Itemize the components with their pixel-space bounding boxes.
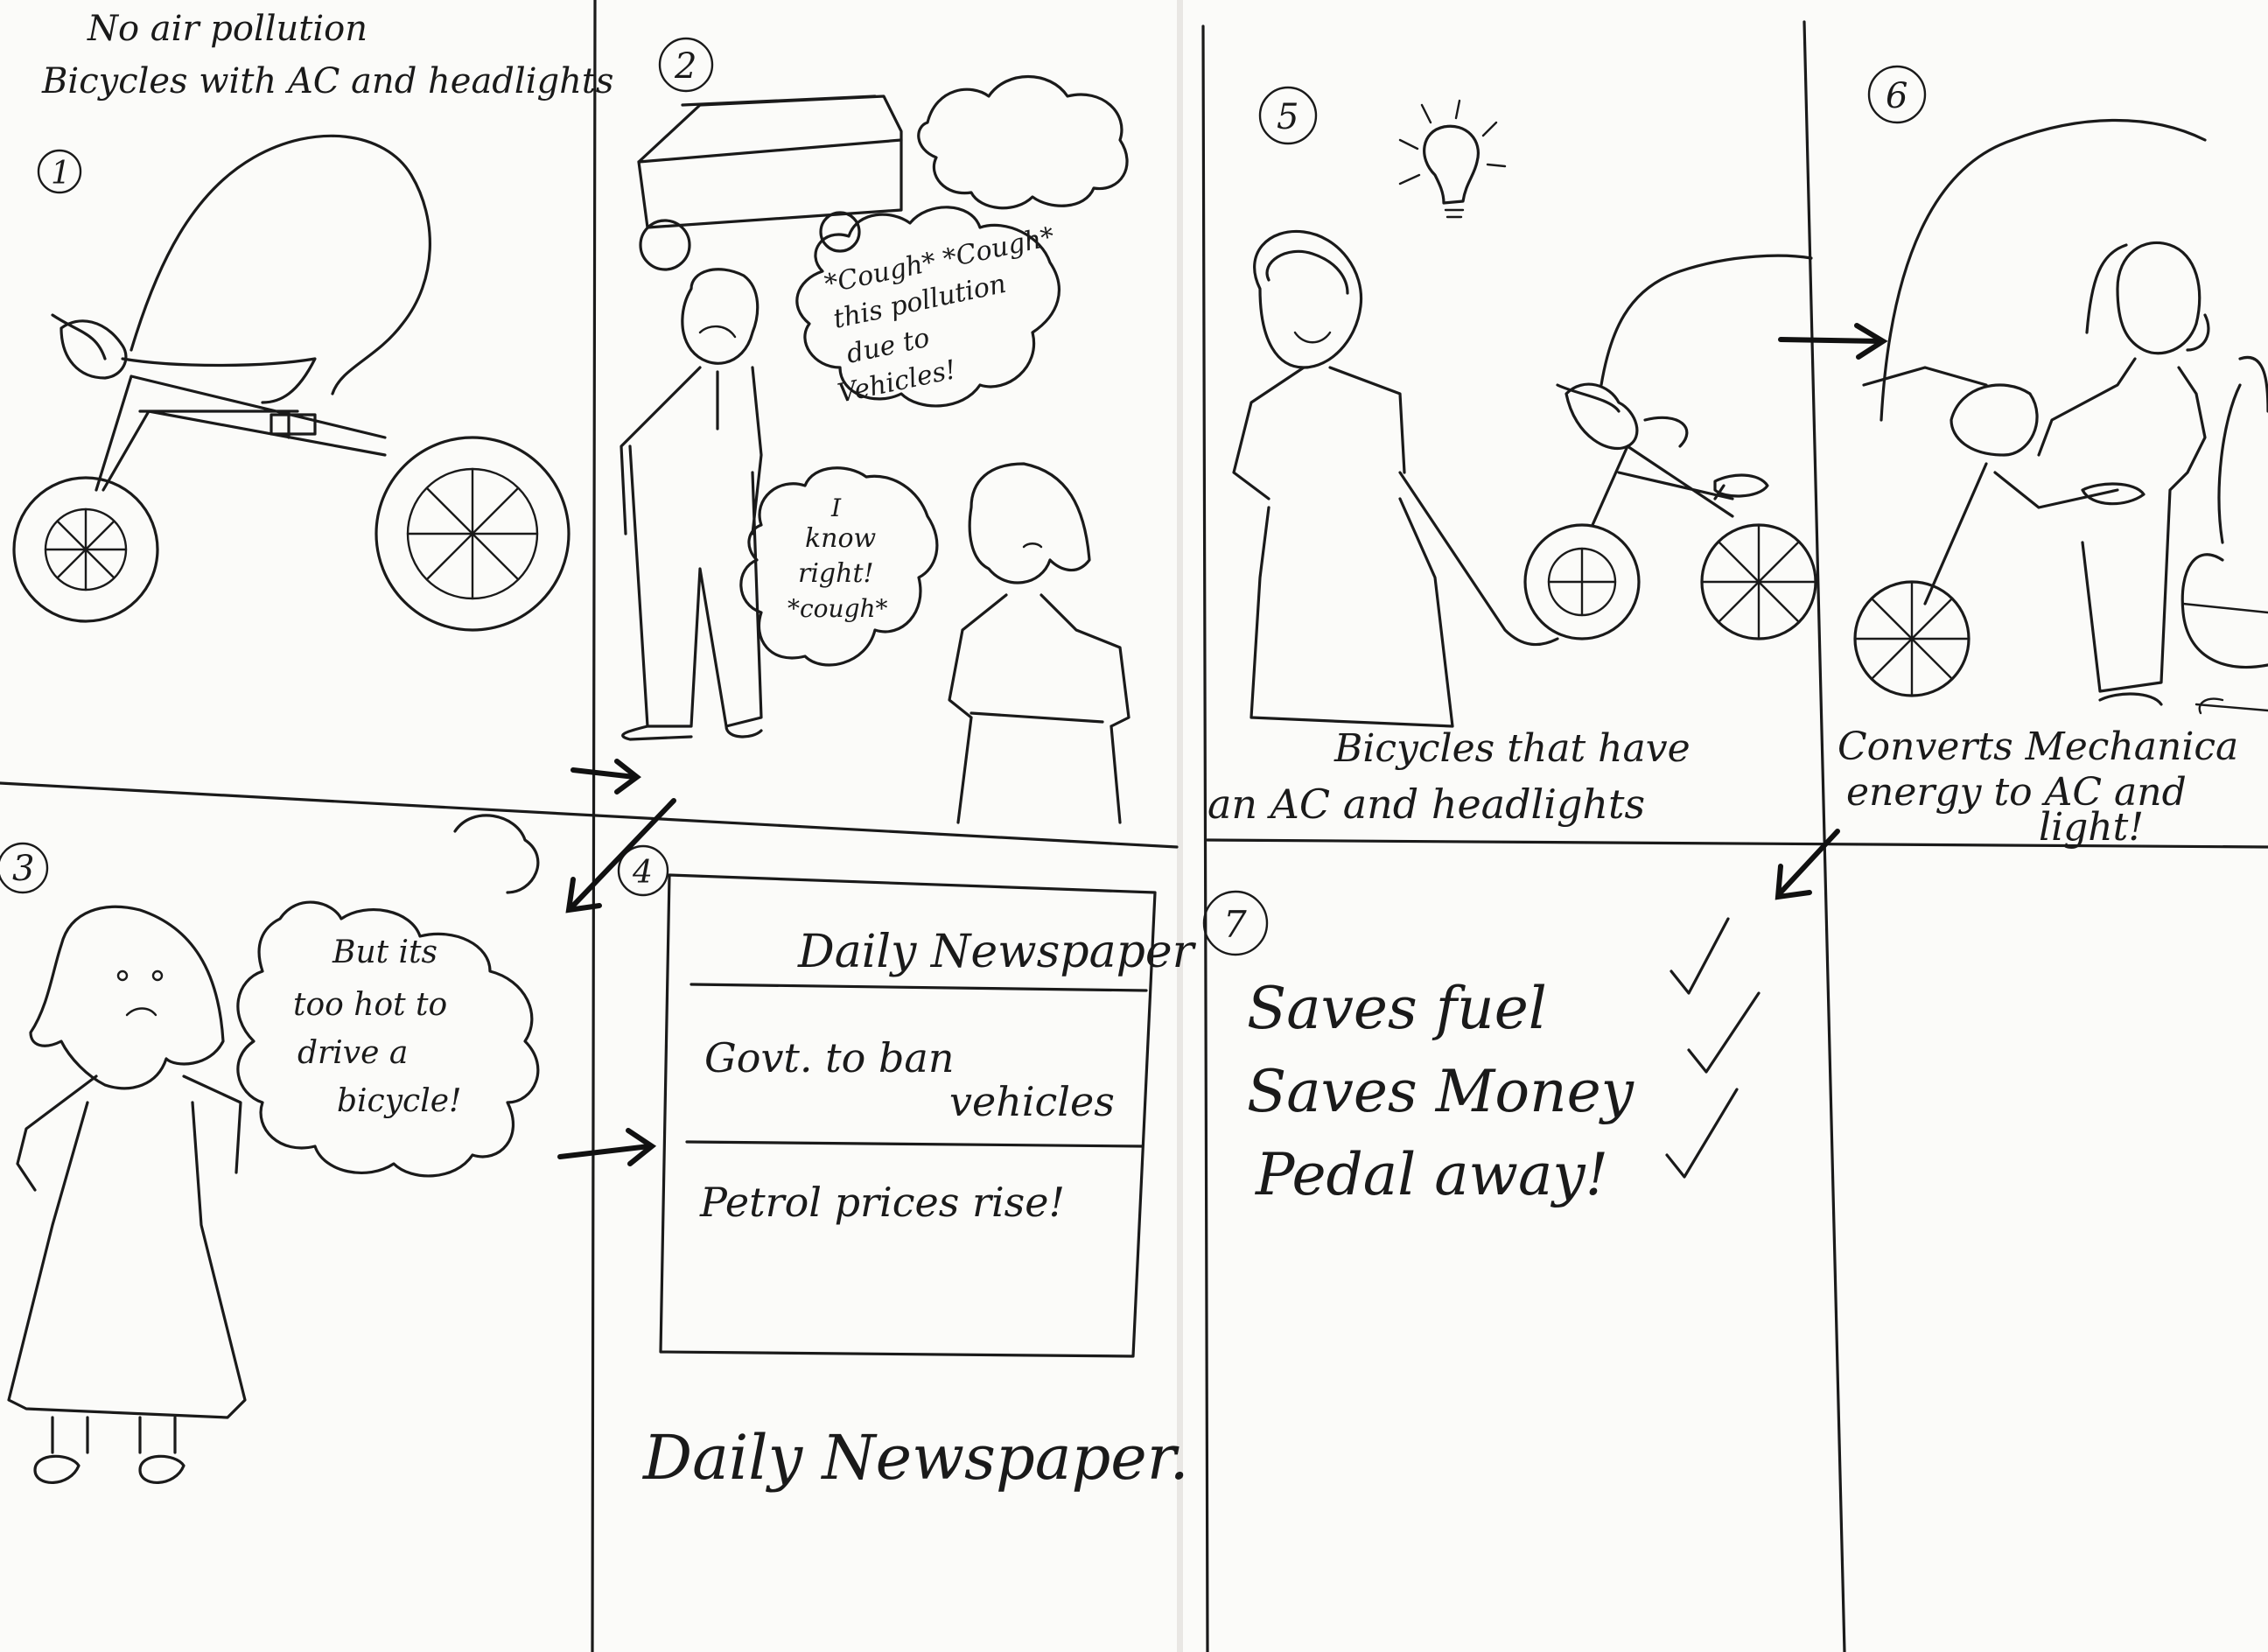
- headline-ban-line-1: Govt. to ban: [704, 1034, 954, 1082]
- pollution-smoke-cloud: [917, 74, 1129, 210]
- panel-2-woman-drawing: [948, 462, 1130, 824]
- panel-divider-horizontal-left: [0, 781, 1179, 849]
- panel-number-7: 7: [1202, 890, 1269, 956]
- svg-text:6: 6: [1886, 76, 1908, 116]
- reply-line-4: *cough*: [788, 594, 888, 623]
- panel-5-woman-drawing: [1232, 229, 1559, 728]
- light-bulb-icon: [1398, 99, 1507, 219]
- arrow-panel-3-to-newspaper: [557, 1128, 657, 1166]
- panel-number-4: 4: [617, 844, 669, 897]
- panel-1-ac-bicycle-drawing: [12, 134, 570, 632]
- arrow-panel-6-to-7: [1774, 829, 1840, 900]
- too-hot-line-3: drive a: [298, 1035, 408, 1071]
- panel-6-woman-on-bicycle-drawing: [1853, 118, 2268, 715]
- panel-6-caption-line-1: Converts Mechanica: [1838, 724, 2238, 769]
- checkmark-icon-1: [1670, 917, 1730, 995]
- benefit-saves-fuel: Saves fuel: [1247, 975, 1547, 1042]
- too-hot-line-2: too hot to: [293, 987, 447, 1023]
- too-hot-line-1: But its: [332, 934, 438, 970]
- speech-bubble-reply: [739, 466, 939, 667]
- svg-text:3: 3: [12, 849, 34, 889]
- reply-line-2: know: [805, 523, 877, 554]
- svg-text:7: 7: [1223, 903, 1247, 946]
- panel-divider-vertical-right-edge: [1201, 24, 1209, 1652]
- checkmark-icon-2: [1687, 991, 1760, 1074]
- arrow-panel-3-to-4: [565, 798, 676, 914]
- speech-bubble-cough: [795, 206, 1060, 408]
- svg-text:2: 2: [674, 46, 696, 87]
- header-line-2: Bicycles with AC and headlights: [41, 61, 613, 102]
- headline-petrol: Petrol prices rise!: [699, 1179, 1065, 1226]
- storyboard-sheet-left: [0, 0, 1177, 1652]
- svg-text:1: 1: [51, 156, 71, 192]
- benefit-pedal-away: Pedal away!: [1255, 1141, 1608, 1208]
- panel-5-bicycle-drawing: [1523, 254, 1817, 640]
- panel-5-caption-line-1: Bicycles that have: [1334, 726, 1690, 771]
- panel-number-3: 3: [0, 842, 49, 894]
- svg-text:4: 4: [632, 855, 653, 891]
- svg-text:5: 5: [1277, 97, 1298, 137]
- arrow-panel-2-to-3: [570, 759, 641, 794]
- sun-drawing: [453, 814, 540, 894]
- storyboard-sheet-right: [1183, 0, 2268, 1652]
- speech-bubble-too-hot: [236, 900, 540, 1178]
- panel-2-car-drawing: [637, 94, 903, 271]
- header-line-1: No air pollution: [87, 9, 368, 49]
- newspaper-caption: Daily Newspaper.: [641, 1422, 1189, 1494]
- benefit-saves-money: Saves Money: [1247, 1058, 1634, 1125]
- reply-line-1: I: [830, 494, 842, 522]
- panel-divider-horizontal-right: [1206, 838, 2268, 849]
- panel-number-2: 2: [658, 37, 714, 93]
- arrow-panel-5-to-6: [1778, 323, 1888, 360]
- panel-number-6: 6: [1867, 65, 1927, 124]
- panel-divider-vertical-left: [591, 0, 597, 1652]
- panel-5-caption-line-2: an AC and headlights: [1208, 780, 1645, 828]
- headline-ban-line-2: vehicles: [949, 1078, 1115, 1125]
- panel-2-man-drawing: [620, 268, 763, 741]
- newspaper-frame: [659, 873, 1157, 1358]
- panel-6-caption-line-3: light!: [2039, 805, 2144, 850]
- panel-number-5: 5: [1258, 86, 1318, 145]
- newspaper-title: Daily Newspaper: [797, 926, 1197, 978]
- panel-3-woman-drawing: [7, 905, 247, 1484]
- panel-number-1: 1: [37, 149, 82, 194]
- too-hot-line-4: bicycle!: [337, 1083, 462, 1119]
- checkmark-icon-3: [1665, 1088, 1739, 1179]
- panel-6-caption-line-2: energy to AC and: [1846, 770, 2187, 815]
- reply-line-3: right!: [798, 558, 874, 589]
- panel-divider-vertical-right: [1802, 20, 1846, 1652]
